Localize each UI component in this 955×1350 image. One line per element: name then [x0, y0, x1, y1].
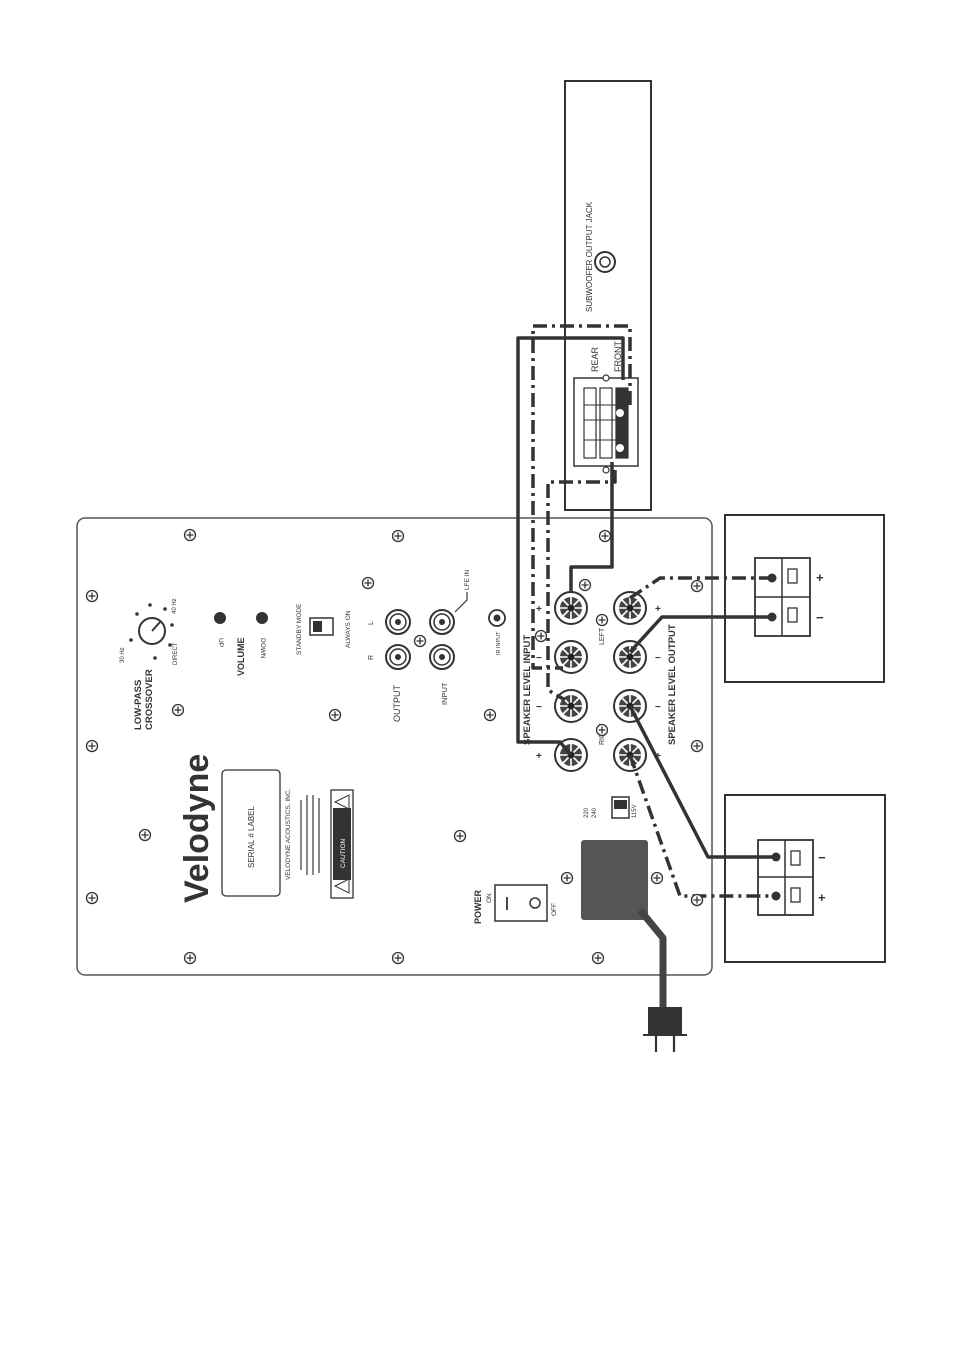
left-label: LEFT [599, 627, 606, 645]
subwoofer-output-jack-label: SUBWOOFER OUTPUT JACK [585, 201, 594, 312]
output-minus-bottom: − [655, 702, 661, 713]
ir-input-jack[interactable] [488, 609, 506, 627]
standby-switch[interactable] [309, 617, 334, 636]
output-l-label: L [368, 621, 375, 625]
input-minus-bottom: − [536, 702, 542, 713]
wire-end-dots [767, 573, 781, 901]
input-right-minus-post[interactable] [554, 689, 588, 723]
always-on-label: ALWAYS ON [345, 610, 352, 648]
speaker-input-label: SPEAKER LEVEL INPUT [522, 635, 533, 745]
standby-mode-label: STANDBY MODE [296, 603, 303, 655]
lfe-bracket [454, 592, 468, 613]
power-off-label: OFF [551, 903, 558, 916]
speaker-output-label: SPEAKER LEVEL OUTPUT [667, 624, 678, 745]
input-plus-top: + [536, 604, 542, 615]
input-plus-bottom: + [536, 751, 542, 762]
volume-up-button[interactable] [214, 612, 226, 624]
caution-label [330, 789, 354, 899]
voltage-115-label: 115V [632, 804, 638, 818]
rear-label: REAR [590, 346, 600, 372]
volume-down-label: DOWN [259, 638, 266, 659]
output-r-jack[interactable] [385, 644, 411, 670]
output-r-label: R [368, 655, 375, 660]
ir-input-label: IR INPUT [496, 631, 502, 655]
power-on-label: ON [486, 893, 493, 903]
input-label: INPUT [440, 682, 449, 705]
output-label: OUTPUT [392, 685, 402, 723]
power-cord [637, 907, 667, 1012]
input-left-plus-post[interactable] [554, 591, 588, 625]
power-title: POWER [473, 889, 483, 924]
front-label: FRONT [613, 341, 623, 372]
brand-logo: Velodyne [178, 754, 216, 903]
plug-prongs [654, 1035, 676, 1052]
wires [516, 324, 776, 898]
input-minus-top: − [536, 653, 542, 664]
speaker-top-terminal [754, 557, 811, 637]
speaker-top-plus: + [816, 570, 824, 585]
power-plug [648, 1007, 682, 1035]
serial-label-text: SERIAL # LABEL [247, 805, 256, 868]
speaker-bottom-terminal [757, 839, 814, 916]
input-r-jack[interactable] [429, 644, 455, 670]
crossover-title-1: LOW-PASS [133, 680, 144, 730]
speaker-top-minus: − [816, 610, 824, 625]
output-plus-top: + [655, 604, 661, 615]
crossover-dots [129, 603, 174, 660]
caution-text: CAUTION [340, 838, 347, 868]
volume-down-button[interactable] [256, 612, 268, 624]
lfe-in-label: LFE IN [464, 569, 471, 590]
voltage-220-label: 220 [584, 807, 590, 818]
input-lfe-jack[interactable] [429, 609, 455, 635]
volume-up-label: UP [217, 638, 224, 647]
amplifier-heatsink [581, 840, 648, 920]
company-label: VELODYNE ACOUSTICS, INC. [285, 788, 292, 880]
fine-print [300, 795, 320, 875]
crossover-low-label: 30 Hz [120, 647, 126, 663]
voltage-240-label: 240 [592, 807, 598, 818]
output-left-minus-post[interactable] [613, 640, 647, 674]
crossover-title-2: CROSSOVER [144, 669, 155, 730]
output-l-jack[interactable] [385, 609, 411, 635]
volume-title: VOLUME [236, 637, 246, 676]
output-minus-top: − [655, 653, 661, 664]
subwoofer-output-jack [594, 251, 616, 273]
serial-label-plate [221, 769, 281, 897]
power-switch[interactable] [494, 884, 548, 922]
crossover-knob[interactable] [138, 617, 166, 645]
speaker-bottom-minus: − [818, 850, 826, 865]
voltage-selector[interactable] [611, 796, 630, 819]
crossover-direct-label: DIRECT [173, 642, 179, 665]
speaker-bottom-plus: + [818, 890, 826, 905]
crossover-high-label: 40 Hz [172, 598, 178, 614]
receiver-speaker-terminals [573, 374, 639, 474]
